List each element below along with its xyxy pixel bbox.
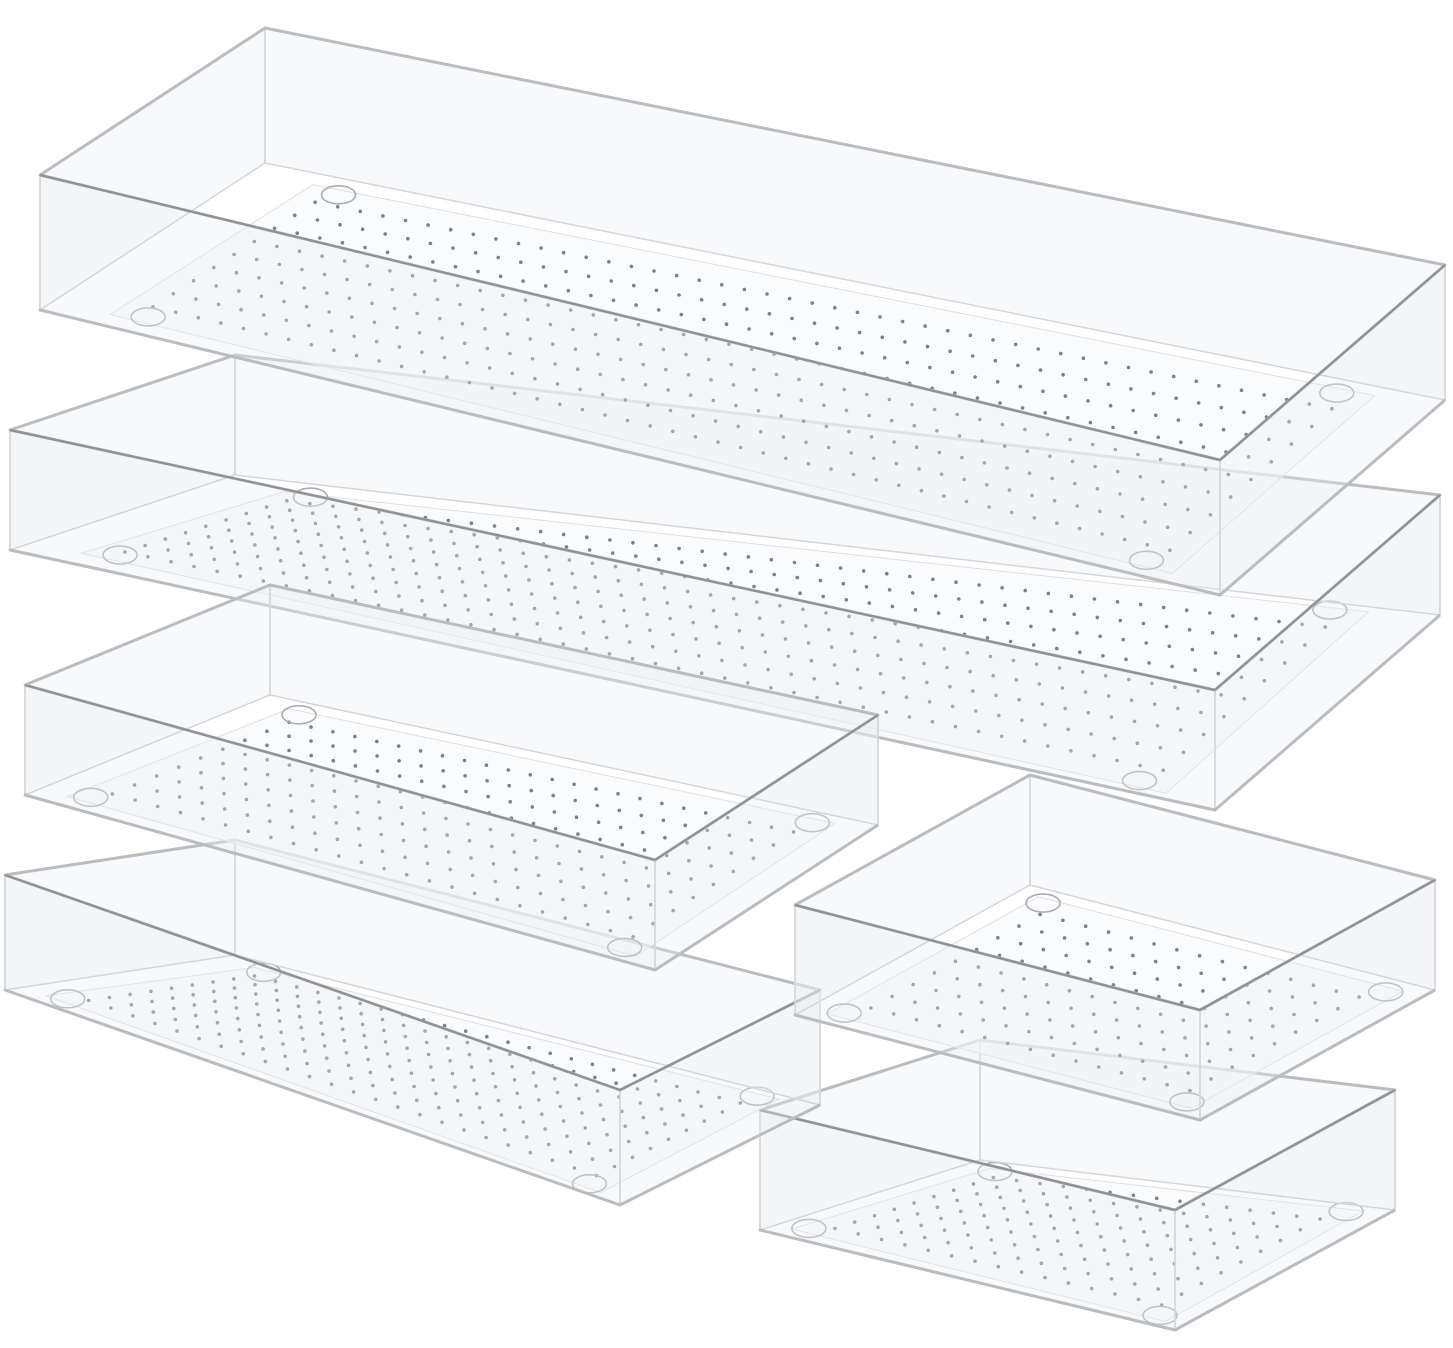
foot-ring-icon (791, 1218, 827, 1239)
foot-ring-icon (1025, 893, 1061, 913)
foot-ring-icon (1121, 770, 1158, 791)
foot-ring-icon (1142, 1305, 1178, 1326)
tray-small-1 (793, 773, 1437, 1122)
foot-ring-icon (320, 185, 357, 205)
foot-ring-icon (739, 1086, 776, 1106)
foot-ring-icon (102, 545, 138, 565)
foot-ring-icon (130, 307, 166, 327)
tray-medium-1 (23, 583, 880, 972)
foot-ring-icon (1328, 1201, 1364, 1222)
tray-large-1 (38, 26, 1447, 597)
foot-ring-icon (606, 937, 643, 958)
foot-ring-icon (1319, 383, 1355, 403)
foot-ring-icon (826, 1003, 863, 1023)
foot-ring-icon (1367, 982, 1404, 1002)
foot-ring-icon (72, 787, 109, 808)
foot-ring-icon (1169, 1092, 1205, 1112)
foot-ring-icon (794, 812, 831, 833)
foot-ring-icon (1128, 550, 1165, 571)
tray-medium-2 (3, 838, 822, 1207)
foot-ring-icon (281, 705, 317, 725)
foot-ring-icon (49, 989, 86, 1009)
foot-ring-icon (1312, 600, 1348, 620)
tray-small-2 (758, 1038, 1397, 1332)
